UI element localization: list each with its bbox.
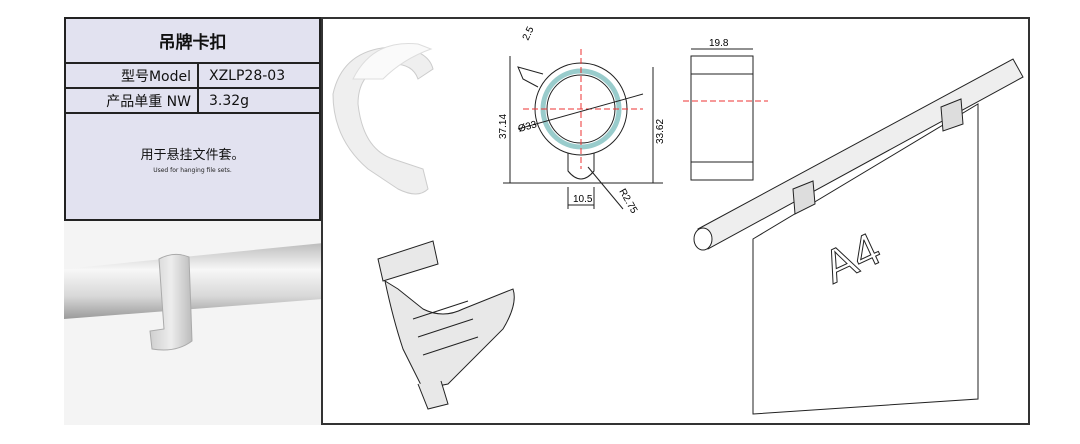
model-label: 型号Model xyxy=(66,64,199,87)
model-row: 型号Model XZLP28-03 xyxy=(66,64,319,89)
spec-table: 吊牌卡扣 型号Model XZLP28-03 产品单重 NW 3.32g 用于悬… xyxy=(64,17,321,221)
clip-isometric-drawing xyxy=(377,240,515,410)
dim-radius: R2.75 xyxy=(616,187,639,216)
clip-3d-render xyxy=(332,42,434,195)
weight-label: 产品单重 NW xyxy=(66,89,199,112)
description-cn: 用于悬挂文件套。 xyxy=(140,148,245,163)
dim-height-total: 37.14 xyxy=(498,114,509,139)
tube-photo-image xyxy=(64,221,321,425)
divider xyxy=(321,17,323,223)
clip-on-tube-photo xyxy=(64,221,323,425)
side-view-drawing xyxy=(683,48,768,181)
drawings: 2.5 37.14 Ø33 33.62 10.5 R2.75 19.8 A4 xyxy=(332,25,1024,415)
dim-width-side: 19.8 xyxy=(709,38,729,49)
front-view-drawing xyxy=(503,49,663,210)
dim-height-inner: 33.62 xyxy=(655,119,666,144)
dim-slot-width: 10.5 xyxy=(573,194,593,205)
weight-row: 产品单重 NW 3.32g xyxy=(66,89,319,114)
description-en: Used for hanging file sets. xyxy=(153,167,232,174)
description: 用于悬挂文件套。 Used for hanging file sets. xyxy=(66,114,319,219)
dim-thickness: 2.5 xyxy=(521,25,537,43)
assembly-illustration xyxy=(693,58,1024,415)
product-title: 吊牌卡扣 xyxy=(66,19,319,64)
model-value: XZLP28-03 xyxy=(209,67,286,84)
dim-diameter: Ø33 xyxy=(517,119,539,135)
weight-value: 3.32g xyxy=(209,92,250,109)
